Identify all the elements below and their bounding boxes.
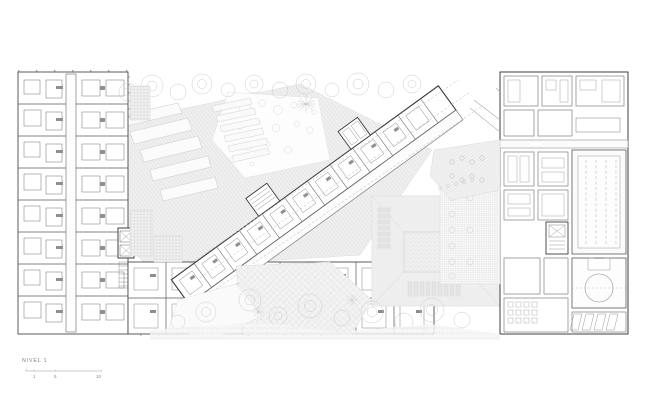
pool-deck-court xyxy=(439,187,501,285)
paving-bands-northeast xyxy=(438,178,474,190)
diagonal-spine-building xyxy=(170,85,464,315)
scale-tick-5: 5 xyxy=(54,374,57,379)
elevator-core-east xyxy=(545,221,569,255)
hatched-pocket-northwest xyxy=(129,85,183,263)
entry-plaza-northeast xyxy=(429,139,501,201)
diagonal-pathways xyxy=(189,79,483,293)
scale-tick-10: 10 xyxy=(96,374,102,379)
seating-grid xyxy=(507,301,538,324)
site-boundary xyxy=(18,70,128,72)
scale-tick-1: 1 xyxy=(33,374,36,379)
entry-canopy xyxy=(469,87,501,133)
basketball-court xyxy=(571,257,627,309)
sports-wing-east xyxy=(499,71,629,335)
slat-benches xyxy=(211,97,271,163)
grass-wash-south xyxy=(150,322,500,340)
legend: NIVEL 1 xyxy=(22,358,47,364)
swimming-pool xyxy=(571,117,627,255)
starburst-tree-north xyxy=(297,95,315,113)
scale-bar xyxy=(25,369,102,372)
level-label: NIVEL 1 xyxy=(22,358,48,364)
louvre-strip xyxy=(569,313,619,331)
residential-block-west xyxy=(17,71,130,335)
